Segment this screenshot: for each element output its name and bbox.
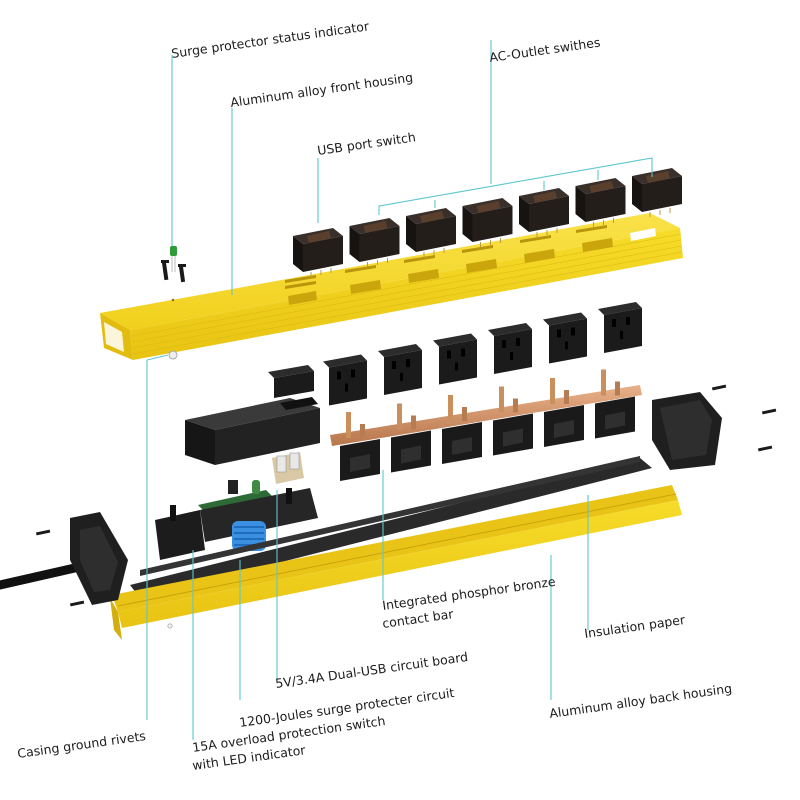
ac-outlet [543,312,587,364]
contact-terminal [397,403,402,430]
usb-ports [272,452,304,484]
contact-terminal [615,381,620,396]
ac-outlet-switch [406,208,456,257]
label-surge-status: Surge protector status indicator [170,18,370,61]
contact-terminal [499,386,504,413]
ac-outlet [488,323,532,374]
ac-outlet-switch [575,178,626,227]
ac-outlet [598,302,642,353]
ac-outlets [268,302,642,406]
screws-top [161,260,186,283]
usb-module-housing [185,397,320,465]
contact-terminal [360,424,365,438]
end-cap-right [652,392,722,470]
label-usb-switch: USB port switch [316,129,416,158]
end-cap-left [70,512,128,605]
ground-rivet [168,350,178,360]
ac-outlet [433,333,477,385]
overload-switch-housing [155,488,318,560]
label-ac-switches: AC-Outlet swithes [488,35,601,65]
rocker-switches [293,168,682,277]
label-usb-board: 5V/3.4A Dual-USB circuit board [274,649,469,691]
contact-terminal [346,412,351,438]
contact-terminal [448,395,453,421]
front-housing [100,213,683,360]
leader-lines [146,40,653,740]
screws-right [711,384,777,452]
screws-left [35,529,85,607]
usb-outlet [268,365,314,398]
contact-terminal [564,390,569,404]
contact-terminal [550,378,555,404]
ac-outlet [323,354,367,406]
status-led [170,246,177,272]
label-front-housing: Aluminum alloy front housing [229,69,414,109]
phosphor-bronze-contact-bar [330,369,642,481]
label-back-housing: Aluminum alloy back housing [548,680,733,720]
contact-terminal [601,369,606,396]
ac-outlet-switch [349,218,400,267]
ac-outlet-switch [462,198,513,247]
contact-terminal [513,398,518,413]
label-ground-rivets: Casing ground rivets [16,728,146,761]
ac-outlet-switch [519,188,569,237]
insulation-paper [130,458,652,598]
ac-outlet [378,344,422,395]
contact-terminal [411,415,416,430]
usb-port-switch [293,228,343,277]
back-housing [110,485,682,640]
contact-terminal [462,407,467,421]
label-insulation: Insulation paper [583,612,686,641]
ac-outlet-switch [632,168,682,217]
label-bronze-bar-1: Integrated phosphor bronze [381,574,556,613]
